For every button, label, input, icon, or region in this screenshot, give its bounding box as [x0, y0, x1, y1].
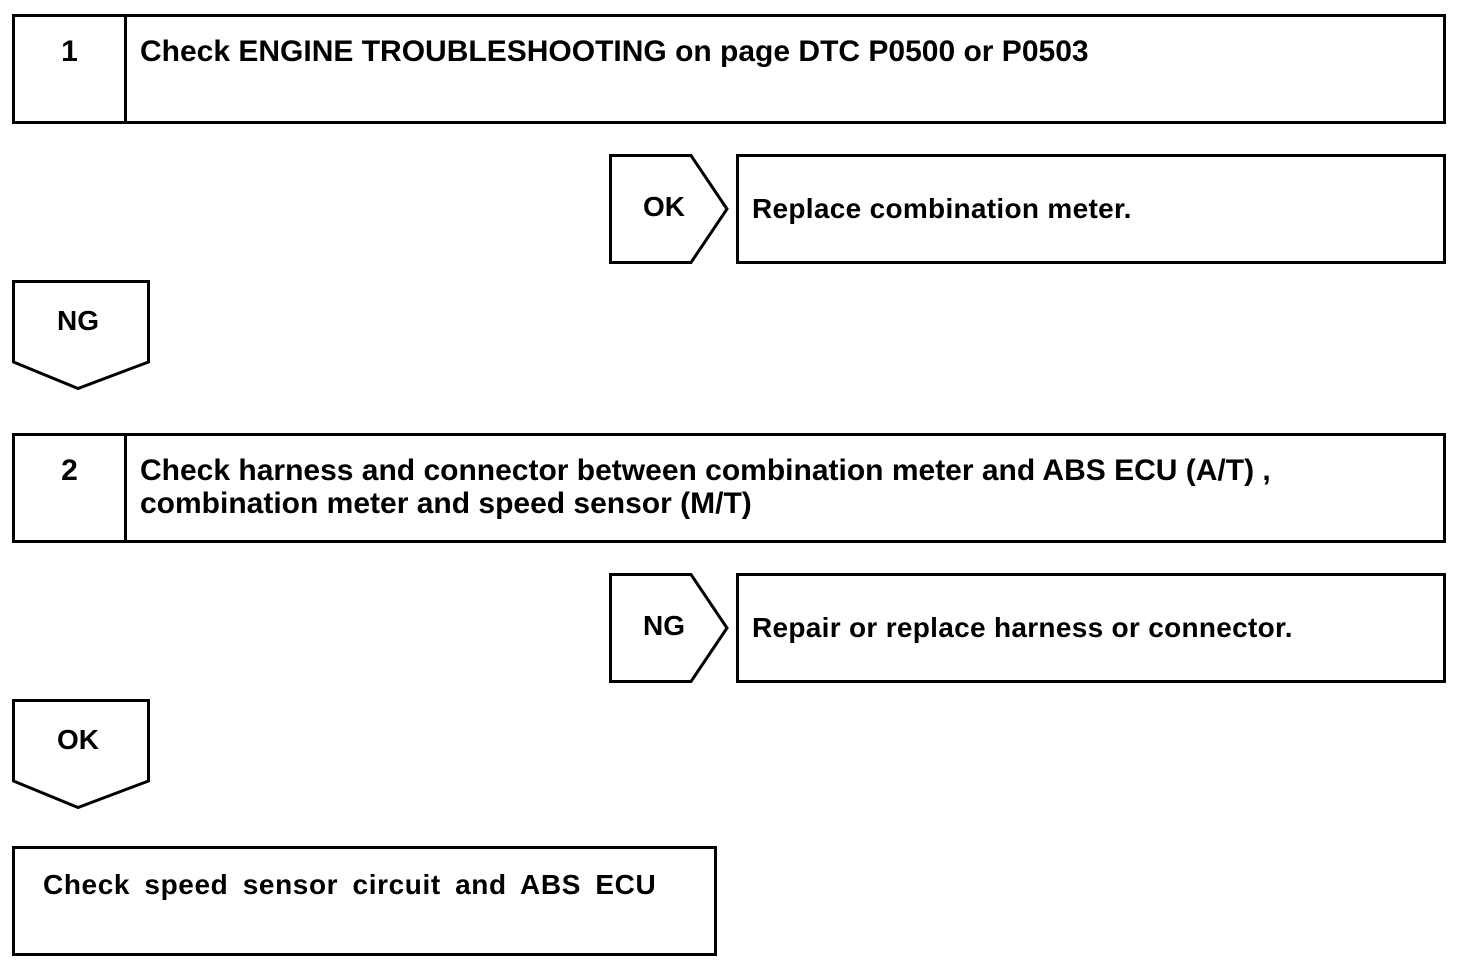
step-2-text: Check harness and connector between comb…: [127, 436, 1443, 540]
step-2-action-box: Repair or replace harness or connector.: [736, 573, 1446, 683]
step-1-side-label: OK: [643, 191, 685, 222]
step-1-down-arrow: [12, 280, 150, 391]
step-2-action-text: Repair or replace harness or connector.: [752, 612, 1293, 643]
step-1-text: Check ENGINE TROUBLESHOOTING on page DTC…: [140, 35, 1089, 68]
step-2-down-arrow: [12, 699, 150, 810]
step-2-side-arrow: [609, 573, 729, 683]
step-2-side-label: NG: [643, 610, 685, 641]
step-2-text-line-1: Check harness and connector between comb…: [140, 454, 1271, 487]
step-1-side-arrow: [609, 154, 729, 264]
step-2-down-label: OK: [57, 724, 99, 755]
step-1-down-label: NG: [57, 305, 99, 336]
final-action-box: Check speed sensor circuit and ABS ECU: [12, 846, 717, 956]
step-2-number: 2: [15, 436, 127, 540]
step-1-number: 1: [15, 17, 127, 121]
step-2-box: 2 Check harness and connector between co…: [12, 433, 1446, 543]
step-1-action-text: Replace combination meter.: [752, 193, 1132, 224]
step-2-text-line-2: combination meter and speed sensor (M/T): [140, 487, 752, 520]
step-1-box: 1 Check ENGINE TROUBLESHOOTING on page D…: [12, 14, 1446, 124]
step-1-action-box: Replace combination meter.: [736, 154, 1446, 264]
final-action-text: Check speed sensor circuit and ABS ECU: [43, 869, 657, 900]
